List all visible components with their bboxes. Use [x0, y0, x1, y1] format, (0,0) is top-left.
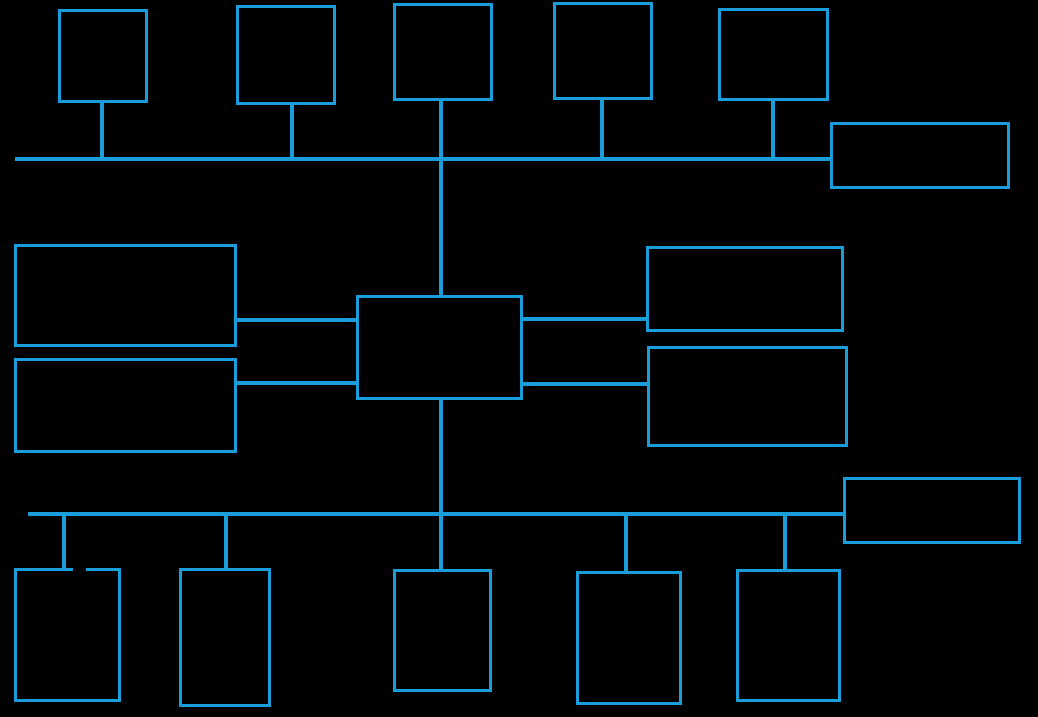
bottom-box-4[interactable]	[576, 571, 682, 705]
middle-left-1-to-center	[235, 318, 358, 322]
bottom-box-2[interactable]	[179, 568, 271, 707]
top-box-3[interactable]	[393, 3, 493, 101]
top-box-4[interactable]	[553, 2, 653, 100]
bottom-bus-line	[28, 512, 843, 516]
center-to-middle-right-2	[521, 382, 649, 386]
bottom-box-4-drop	[624, 512, 628, 573]
bottom-box-1[interactable]	[14, 568, 121, 702]
top-box-5-drop	[771, 99, 775, 159]
top-bus-line	[15, 157, 830, 161]
middle-left-box-2[interactable]	[14, 358, 237, 453]
top-box-3-to-center-line	[439, 99, 443, 297]
center-to-bottom-bus-line	[439, 398, 443, 571]
top-box-2-drop	[290, 103, 294, 159]
middle-right-box-1[interactable]	[646, 246, 844, 332]
top-box-5[interactable]	[718, 8, 829, 101]
top-box-4-drop	[600, 98, 604, 159]
middle-left-2-to-center	[235, 381, 358, 385]
bottom-box-1-drop	[62, 512, 66, 570]
middle-right-box-2[interactable]	[647, 346, 848, 447]
top-box-1[interactable]	[58, 9, 148, 103]
bottom-box-3[interactable]	[393, 569, 492, 692]
top-box-2[interactable]	[236, 5, 336, 105]
bottom-box-1-top-border-gap	[73, 567, 86, 572]
bottom-box-2-drop	[224, 512, 228, 570]
bottom-box-5-drop	[783, 512, 787, 571]
center-box[interactable]	[356, 295, 523, 400]
bottom-box-5[interactable]	[736, 569, 841, 702]
top-right-bus-box[interactable]	[830, 122, 1010, 189]
top-box-1-drop	[100, 101, 104, 159]
middle-left-box-1[interactable]	[14, 244, 237, 347]
bottom-right-bus-box[interactable]	[843, 477, 1021, 544]
center-to-middle-right-1	[521, 317, 648, 321]
